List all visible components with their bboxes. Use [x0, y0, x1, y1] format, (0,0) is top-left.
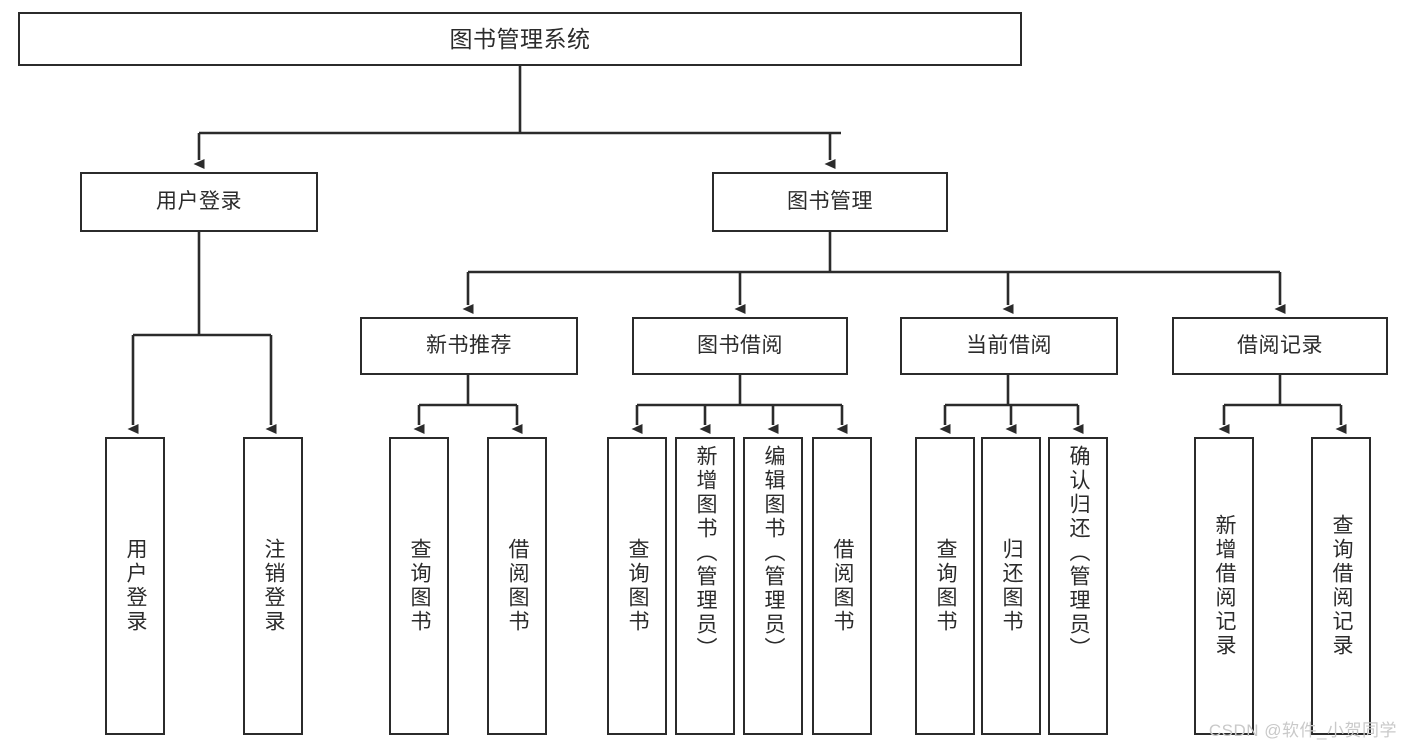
node-current-loan-label: 当前借阅	[966, 334, 1052, 358]
leaf-label: 注销登录	[262, 538, 286, 634]
leaf-label: 用户登录	[124, 538, 148, 634]
leaf-new-book-query[interactable]: 查询图书	[389, 437, 449, 735]
leaf-borrow-query-book[interactable]: 查询图书	[607, 437, 667, 735]
leaf-label: 借阅图书	[506, 538, 530, 634]
node-root-label: 图书管理系统	[449, 25, 591, 52]
leaf-current-return-book[interactable]: 归还图书	[981, 437, 1041, 735]
node-book-borrow-label: 图书借阅	[697, 334, 783, 358]
leaf-borrow-borrow-book[interactable]: 借阅图书	[812, 437, 872, 735]
leaf-label: 查询图书	[408, 538, 432, 634]
leaf-user-login-signin[interactable]: 用户登录	[105, 437, 165, 735]
leaf-label: 新增借阅记录	[1213, 514, 1237, 658]
leaf-new-book-borrow[interactable]: 借阅图书	[487, 437, 547, 735]
node-root-system[interactable]: 图书管理系统	[18, 12, 1022, 66]
node-book-management[interactable]: 图书管理	[712, 172, 948, 232]
leaf-label: 查询借阅记录	[1330, 514, 1354, 658]
leaf-borrow-add-book-admin[interactable]: 新增图书（管理员）	[675, 437, 735, 735]
leaf-label: 编辑图书（管理员）	[762, 445, 786, 661]
node-loan-record-label: 借阅记录	[1237, 334, 1323, 358]
leaf-label: 借阅图书	[831, 538, 855, 634]
leaf-label: 确认归还（管理员）	[1067, 445, 1091, 661]
node-user-login[interactable]: 用户登录	[80, 172, 318, 232]
leaf-user-login-signout[interactable]: 注销登录	[243, 437, 303, 735]
leaf-record-add-loan-record[interactable]: 新增借阅记录	[1194, 437, 1254, 735]
leaf-borrow-edit-book-admin[interactable]: 编辑图书（管理员）	[743, 437, 803, 735]
node-book-management-label: 图书管理	[787, 190, 873, 214]
node-new-book-recommend[interactable]: 新书推荐	[360, 317, 578, 375]
leaf-label: 查询图书	[934, 538, 958, 634]
node-user-login-label: 用户登录	[156, 190, 242, 214]
leaf-record-query-loan-record[interactable]: 查询借阅记录	[1311, 437, 1371, 735]
node-current-loan[interactable]: 当前借阅	[900, 317, 1118, 375]
leaf-current-confirm-return-admin[interactable]: 确认归还（管理员）	[1048, 437, 1108, 735]
leaf-label: 查询图书	[626, 538, 650, 634]
leaf-current-query-book[interactable]: 查询图书	[915, 437, 975, 735]
leaf-label: 归还图书	[1000, 538, 1024, 634]
node-new-book-recommend-label: 新书推荐	[426, 334, 512, 358]
node-book-borrow[interactable]: 图书借阅	[632, 317, 848, 375]
watermark: CSDN @软件_小贺同学	[1208, 721, 1397, 740]
node-loan-record[interactable]: 借阅记录	[1172, 317, 1388, 375]
leaf-label: 新增图书（管理员）	[694, 445, 718, 661]
